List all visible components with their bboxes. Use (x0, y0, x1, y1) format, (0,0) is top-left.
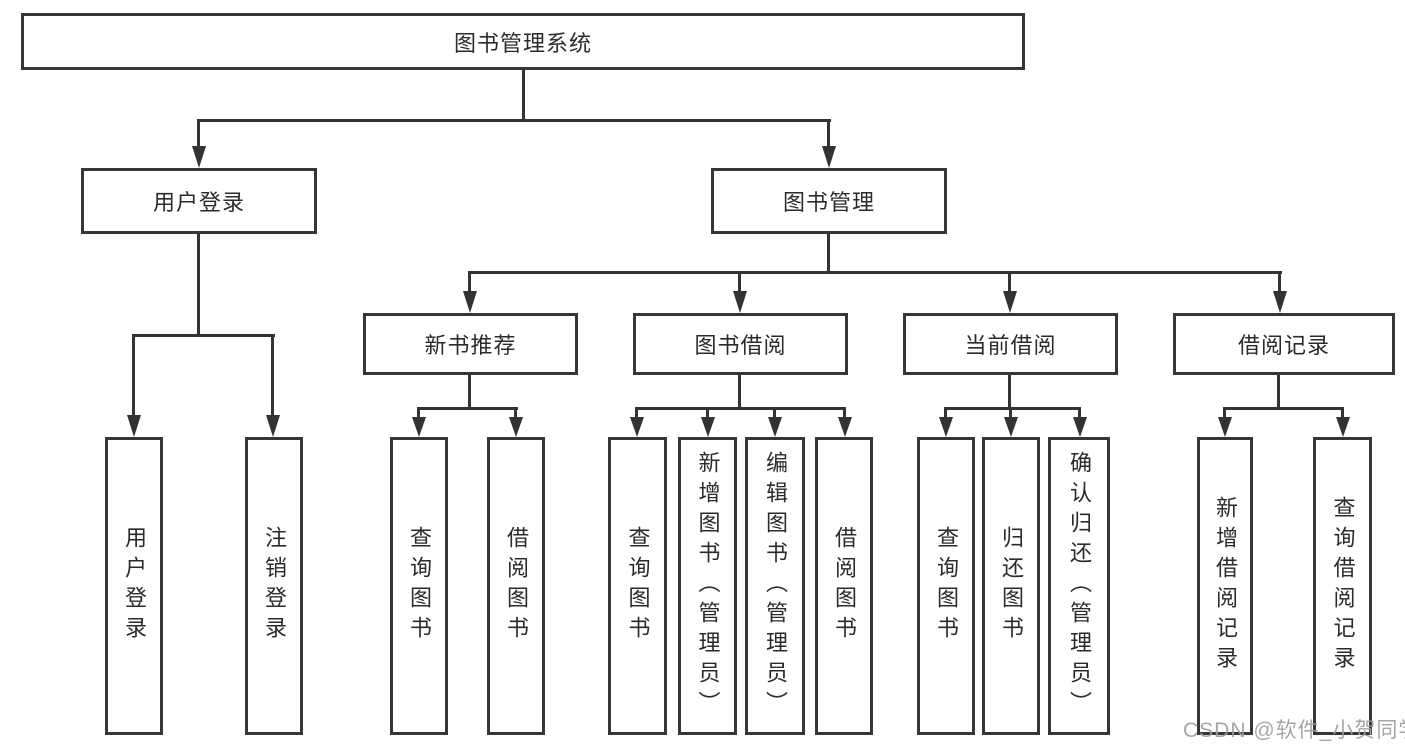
node-book-mgmt-label: 图书管理 (782, 190, 875, 215)
arrowhead-down-icon (463, 291, 477, 313)
leaf-records-query: 查询借阅记录 (1313, 437, 1372, 735)
connector-userlogin-hline (132, 334, 275, 337)
arrowhead-down-icon (768, 417, 782, 437)
leaf-current-query-label: 查询图书 (934, 526, 959, 646)
connector-drop-level3 (468, 271, 471, 295)
connector-borrowrecords-stem (1277, 375, 1280, 410)
leaf-borrow-query: 查询图书 (608, 437, 667, 735)
arrowhead-down-icon (939, 417, 953, 437)
arrowhead-down-icon (1273, 291, 1287, 313)
leaf-borrow-borrow: 借阅图书 (815, 437, 873, 735)
connector-drop-leaf (1223, 407, 1226, 420)
arrowhead-down-icon (127, 415, 141, 437)
leaf-logout-label: 注销登录 (262, 526, 287, 646)
connector-drop-leaf (1341, 407, 1344, 420)
node-new-books-label: 新书推荐 (424, 333, 517, 358)
leaf-newbooks-borrow-label: 借阅图书 (504, 526, 529, 646)
connector-currentborrow-hline (944, 407, 1081, 410)
node-user-login: 用户登录 (81, 168, 317, 234)
node-current-borrow-label: 当前借阅 (964, 333, 1057, 358)
connector-drop-leaf (635, 407, 638, 420)
connector-drop-leaf (944, 407, 947, 420)
arrowhead-down-icon (1073, 417, 1087, 437)
arrowhead-down-icon (838, 417, 852, 437)
connector-drop-leaf (417, 407, 420, 420)
leaf-newbooks-query-label: 查询图书 (407, 526, 432, 646)
leaf-newbooks-query: 查询图书 (390, 437, 448, 735)
connector-drop-leaf (773, 407, 776, 420)
node-book-borrow-label: 图书借阅 (694, 333, 787, 358)
arrowhead-down-icon (192, 146, 206, 168)
arrowhead-down-icon (701, 417, 715, 437)
connector-bookmgmt-hline (468, 271, 1282, 274)
arrowhead-down-icon (266, 415, 280, 437)
node-new-books: 新书推荐 (363, 313, 578, 375)
node-book-mgmt: 图书管理 (711, 168, 947, 234)
node-borrow-records-label: 借阅记录 (1237, 333, 1330, 358)
arrowhead-down-icon (412, 417, 426, 437)
node-current-borrow: 当前借阅 (903, 313, 1118, 375)
arrowhead-down-icon (733, 291, 747, 313)
connector-borrowrecords-hline (1223, 407, 1344, 410)
leaf-borrow-query-label: 查询图书 (625, 526, 651, 646)
arrowhead-down-icon (630, 417, 644, 437)
leaf-current-confirm-label: 确认归还（管理员） (1067, 451, 1092, 721)
leaf-newbooks-borrow: 借阅图书 (487, 437, 545, 735)
leaf-borrow-add: 新增图书（管理员） (678, 437, 737, 735)
leaf-records-add-label: 新增借阅记录 (1213, 496, 1238, 676)
leaf-borrow-add-label: 新增图书（管理员） (695, 451, 721, 721)
connector-root-stem (522, 69, 525, 122)
leaf-user-login: 用户登录 (105, 437, 163, 735)
arrowhead-down-icon (1003, 291, 1017, 313)
node-user-login-label: 用户登录 (152, 190, 245, 215)
leaf-current-return: 归还图书 (982, 437, 1040, 735)
connector-root-hline (197, 119, 831, 122)
connector-userlogin-stem (197, 234, 200, 337)
leaf-current-return-label: 归还图书 (999, 526, 1024, 646)
connector-bookborrow-stem (738, 375, 741, 410)
connector-drop-leaf (1009, 407, 1012, 420)
arrowhead-down-icon (822, 146, 836, 168)
connector-drop-leaf (1078, 407, 1081, 420)
connector-bookborrow-hline (635, 407, 846, 410)
arrowhead-down-icon (1218, 417, 1232, 437)
connector-drop-leaf (843, 407, 846, 420)
connector-drop-level3 (1278, 271, 1281, 295)
arrowhead-down-icon (509, 417, 523, 437)
leaf-borrow-borrow-label: 借阅图书 (832, 526, 857, 646)
leaf-current-query: 查询图书 (917, 437, 975, 735)
leaf-current-confirm: 确认归还（管理员） (1048, 437, 1110, 735)
connector-drop-leaf (132, 334, 135, 419)
node-book-borrow: 图书借阅 (633, 313, 848, 375)
leaf-borrow-edit: 编辑图书（管理员） (745, 437, 805, 735)
connector-drop-level3 (1008, 271, 1011, 295)
leaf-logout: 注销登录 (245, 437, 303, 735)
connector-bookmgmt-stem (827, 234, 830, 274)
connector-drop-leaf (514, 407, 517, 420)
connector-newbooks-hline (417, 407, 518, 410)
node-borrow-records: 借阅记录 (1173, 313, 1395, 375)
leaf-records-add: 新增借阅记录 (1197, 437, 1253, 735)
leaf-borrow-edit-label: 编辑图书（管理员） (763, 451, 788, 721)
connector-drop-level3 (738, 271, 741, 295)
watermark: CSDN @软件_小贺同学 (1183, 719, 1405, 742)
node-root-label: 图书管理系统 (453, 30, 592, 56)
connector-drop-leaf (706, 407, 709, 420)
connector-currentborrow-stem (1008, 375, 1011, 410)
leaf-user-login-label: 用户登录 (122, 526, 147, 646)
connector-drop-user-login (197, 119, 200, 150)
arrowhead-down-icon (1004, 417, 1018, 437)
node-root: 图书管理系统 (21, 13, 1025, 70)
arrowhead-down-icon (1336, 417, 1350, 437)
connector-drop-book-mgmt (827, 119, 830, 150)
leaf-records-query-label: 查询借阅记录 (1330, 496, 1356, 676)
connector-newbooks-stem (468, 375, 471, 410)
connector-drop-leaf (271, 334, 274, 419)
